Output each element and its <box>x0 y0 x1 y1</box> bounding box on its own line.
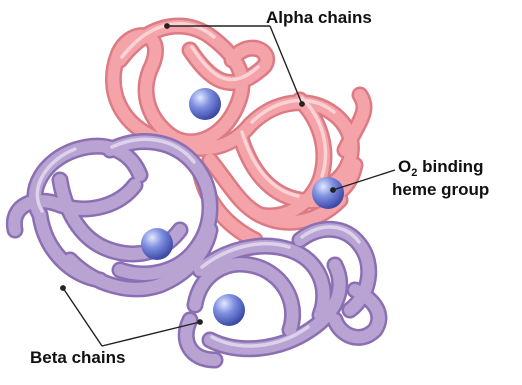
beta-leader-dot <box>61 286 65 290</box>
heme-sphere <box>213 294 245 326</box>
heme-sphere <box>141 228 173 260</box>
o2-binding-label: O2 binding <box>398 157 483 179</box>
alpha-chains-label: Alpha chains <box>266 8 372 28</box>
o2-symbol: O <box>398 157 411 176</box>
heme-leader-dot <box>331 188 335 192</box>
beta-chains-label: Beta chains <box>30 348 125 368</box>
beta-leader-line <box>63 288 102 346</box>
heme-sphere <box>189 88 221 120</box>
heme-sphere <box>312 177 344 209</box>
alpha-leader-dot <box>165 24 169 28</box>
o2-subscript: 2 <box>411 167 417 179</box>
alpha-leader-line <box>270 26 302 104</box>
alpha-leader-dot <box>300 102 304 106</box>
heme-group-label: heme group <box>392 180 489 200</box>
o2-binding-text: binding <box>417 157 483 176</box>
beta-leader-dot <box>198 320 202 324</box>
